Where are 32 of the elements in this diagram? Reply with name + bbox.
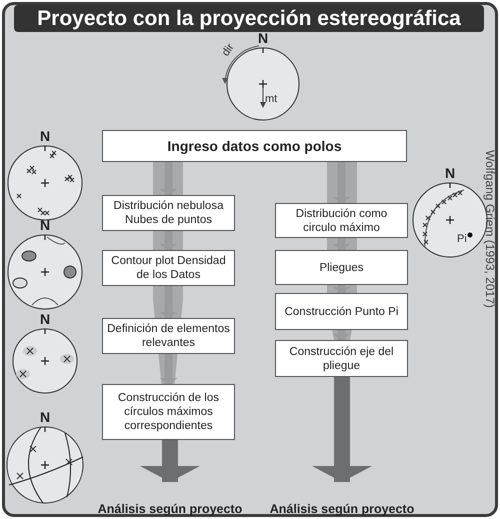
process-box: Construcción Punto Pi <box>275 293 408 330</box>
process-box: Construcción eje del pliegue <box>275 340 408 377</box>
north-label: N <box>40 219 50 231</box>
process-box: Ingreso datos como polos <box>102 130 407 162</box>
annotation: mt <box>265 93 278 105</box>
process-box: Definición de elementos relevantes <box>102 318 235 354</box>
process-box: Distribución como circulo máximo <box>275 203 408 238</box>
arrow <box>312 377 372 482</box>
north-label: N <box>40 411 50 423</box>
process-box: Distribución nebulosa Nubes de puntos <box>102 195 235 231</box>
north-label: N <box>40 313 50 325</box>
arrow <box>332 238 350 250</box>
annotation: dir <box>220 42 237 58</box>
arrow <box>160 162 178 195</box>
author-credit: Wolfgang Griem (1993, 2017) <box>484 150 496 308</box>
north-label: N <box>40 130 50 142</box>
arrow <box>332 330 350 340</box>
arrow <box>332 285 350 293</box>
arrow <box>160 231 178 250</box>
process-box: Construcción de los círculos máximos correspondientes <box>102 384 235 440</box>
annotation: Pi <box>457 233 467 245</box>
title-banner: Proyecto con la proyección estereográfica <box>14 5 484 32</box>
arrow <box>140 440 200 482</box>
arrow <box>160 354 178 384</box>
process-box: Pliegues <box>275 250 408 285</box>
process-box: Contour plot Densidad de los Datos <box>102 250 235 286</box>
arrow <box>332 162 350 203</box>
result-text: Análisis según proyecto <box>90 482 250 516</box>
arrow <box>160 286 178 318</box>
result-text: Análisis según proyecto <box>262 482 422 516</box>
north-label: N <box>445 167 456 179</box>
north-label: N <box>258 32 268 44</box>
